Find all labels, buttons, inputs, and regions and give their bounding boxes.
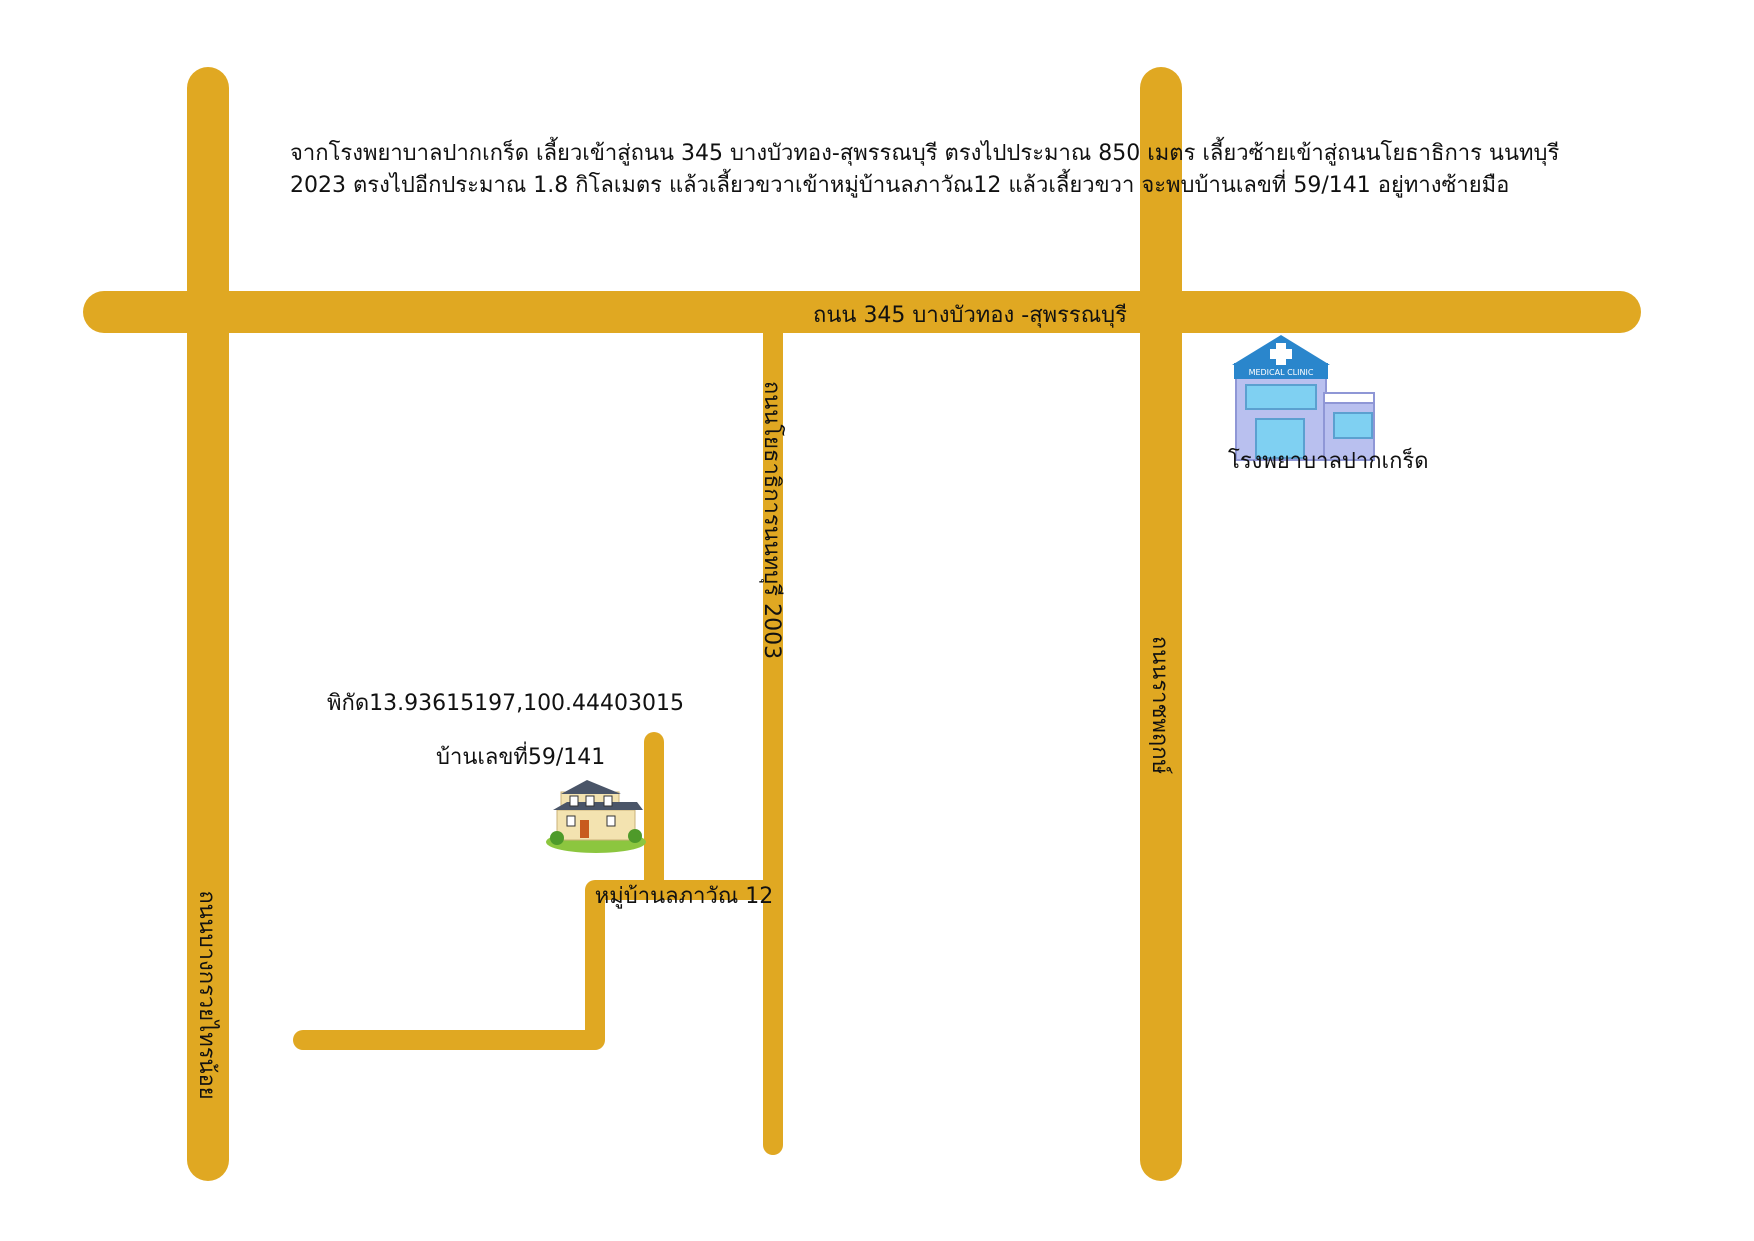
hospital-icon: MEDICAL CLINIC [1232, 335, 1375, 461]
directions-text: จากโรงพยาบาลปากเกร็ด เลี้ยวเข้าสู่ถนน 34… [290, 141, 1560, 198]
roads [83, 67, 1641, 1181]
middle-road-label: ถนนโยธาธิการนนทบุรี 2003 [759, 381, 785, 659]
village-road [293, 880, 783, 1050]
house-icon [546, 780, 646, 853]
village-road-label: หมู่บ้านลภาวัณ 12 [595, 884, 773, 909]
house-coordinates-label: พิกัด13.93615197,100.44403015 [327, 691, 684, 716]
hospital-label: โรงพยาบาลปากเกร็ด [1228, 446, 1429, 474]
svg-text:MEDICAL CLINIC: MEDICAL CLINIC [1249, 368, 1314, 377]
left-road-label: ถนนบางกรวยไทรน้อย [194, 890, 220, 1099]
right-road-label: ถนนราชพฤกษ์ [1147, 636, 1172, 775]
house-address-label: บ้านเลขที่59/141 [436, 741, 605, 770]
main-road-label: ถนน 345 บางบัวทอง -สุพรรณบุรี [813, 303, 1127, 328]
